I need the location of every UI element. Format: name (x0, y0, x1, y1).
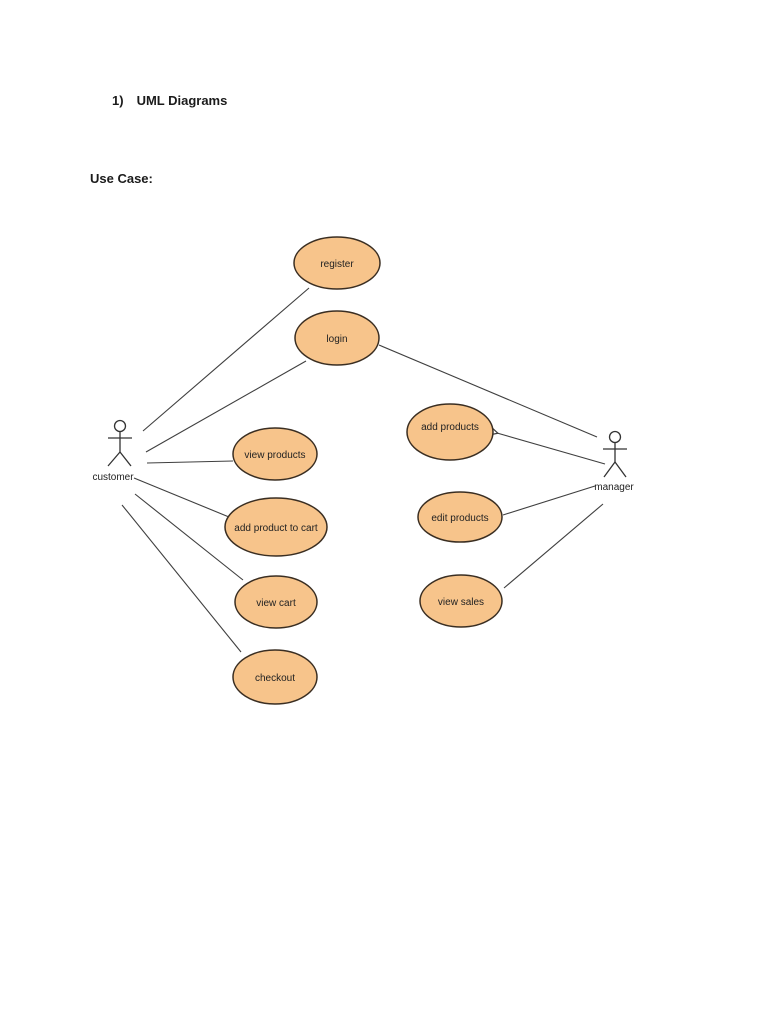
association-customer-checkout (121, 504, 242, 653)
actor-leg-left (107, 451, 121, 467)
use-case-ellipse (406, 403, 494, 461)
use-case-view-cart: view cart (234, 575, 318, 629)
use-case-label: view sales (438, 597, 484, 608)
section-title: UML Diagrams (136, 93, 228, 108)
association-customer-view-products (146, 460, 234, 464)
association-manager-login (378, 344, 598, 438)
stick-figure-icon (107, 419, 132, 467)
use-case-ellipse (417, 491, 503, 543)
use-case-ellipse (419, 574, 503, 628)
actor-leg-right (119, 451, 132, 467)
use-case-ellipse (232, 649, 318, 705)
actor-leg-left (603, 461, 616, 478)
association-manager-view-sales (503, 503, 604, 589)
use-case-label: edit products (431, 513, 488, 524)
use-case-label: add product to cart (234, 523, 318, 534)
use-case-ellipse (294, 310, 380, 366)
use-case-view-products: view products (232, 427, 318, 481)
use-case-ellipse (293, 236, 381, 290)
use-case-edit-products: edit products (417, 491, 503, 543)
actor-label: customer (92, 472, 134, 483)
actor-leg-right (614, 461, 627, 478)
actor-head (113, 419, 127, 433)
use-case-login: login (294, 310, 380, 366)
use-case-label: view products (244, 450, 305, 461)
use-case-ellipse (232, 427, 318, 481)
use-case-label: view cart (256, 598, 296, 609)
use-case-label: register (320, 259, 354, 270)
use-case-label: checkout (255, 673, 295, 684)
association-customer-view-cart (134, 493, 244, 581)
use-case-ellipse (224, 497, 328, 557)
actor-manager: manager (594, 430, 634, 493)
use-case-register: register (293, 236, 381, 290)
association-customer-add-product-to-cart (133, 477, 230, 518)
association-customer-login (145, 360, 307, 453)
section-number: 1) (112, 93, 124, 108)
association-manager-add-products-arrow (497, 433, 606, 465)
use-case-add-product-to-cart: add product to cart (224, 497, 328, 557)
actor-head (608, 430, 622, 444)
actor-customer: customer (92, 419, 134, 483)
use-case-add-products: add products (406, 403, 494, 461)
associations (121, 287, 606, 653)
use-case-subheading: Use Case: (90, 171, 153, 186)
use-case-label: add products (421, 422, 479, 433)
use-case-label: login (326, 334, 347, 345)
section-heading: 1) UML Diagrams (112, 93, 227, 108)
use-case-checkout: checkout (232, 649, 318, 705)
use-case-view-sales: view sales (419, 574, 503, 628)
association-manager-edit-products (502, 485, 596, 516)
association-customer-register (142, 287, 310, 432)
actor-label: manager (594, 482, 634, 493)
use-case-ellipse (234, 575, 318, 629)
stick-figure-icon (603, 430, 627, 478)
use-cases: register login view products add product… (224, 236, 503, 705)
